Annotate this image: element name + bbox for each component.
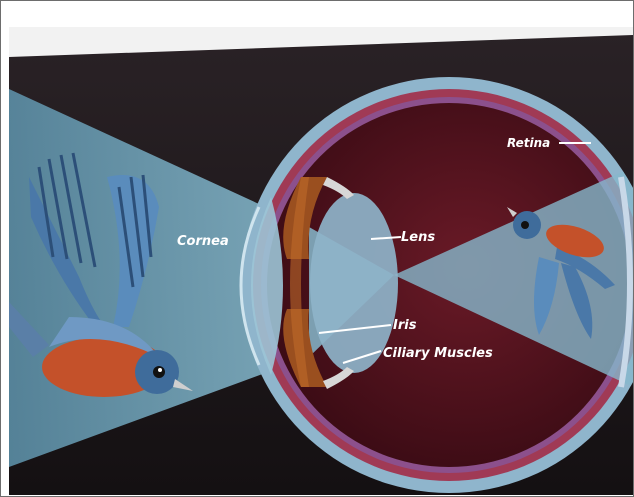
retina-label: Retina: [507, 136, 550, 150]
lens-label: Lens: [401, 230, 435, 245]
cornea-label: Cornea: [177, 234, 229, 249]
eye-anatomy-illustration: Cornea Lens Retina Iris Ciliary Muscles: [9, 27, 633, 495]
bird-eye: [153, 366, 165, 378]
ciliary-muscles-label: Ciliary Muscles: [383, 346, 493, 361]
iris-label: Iris: [393, 318, 417, 333]
